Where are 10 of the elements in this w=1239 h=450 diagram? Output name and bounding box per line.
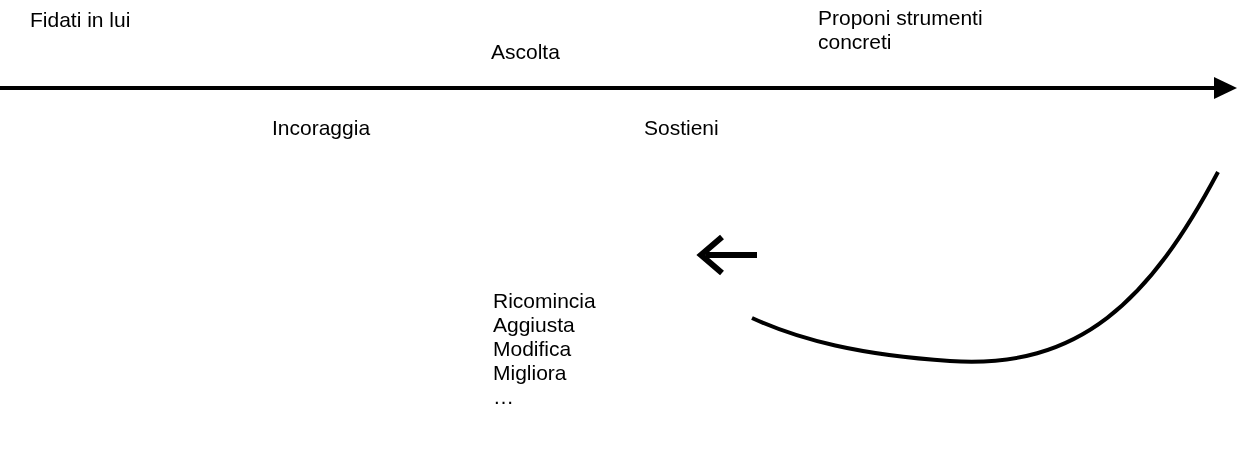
step-label: Proponi strumenti concreti — [818, 6, 984, 54]
step-label: Fidati in lui — [30, 8, 131, 32]
step-label: Ascolta — [491, 40, 560, 64]
step-label: Sostieni — [644, 116, 719, 140]
list-item: Ricomincia — [493, 289, 596, 313]
list-item: Modifica — [493, 337, 572, 361]
list-item: Aggiusta — [493, 313, 575, 337]
step-label: Incoraggia — [272, 116, 371, 140]
list-item: Migliora — [493, 361, 567, 385]
list-item: … — [493, 385, 514, 409]
